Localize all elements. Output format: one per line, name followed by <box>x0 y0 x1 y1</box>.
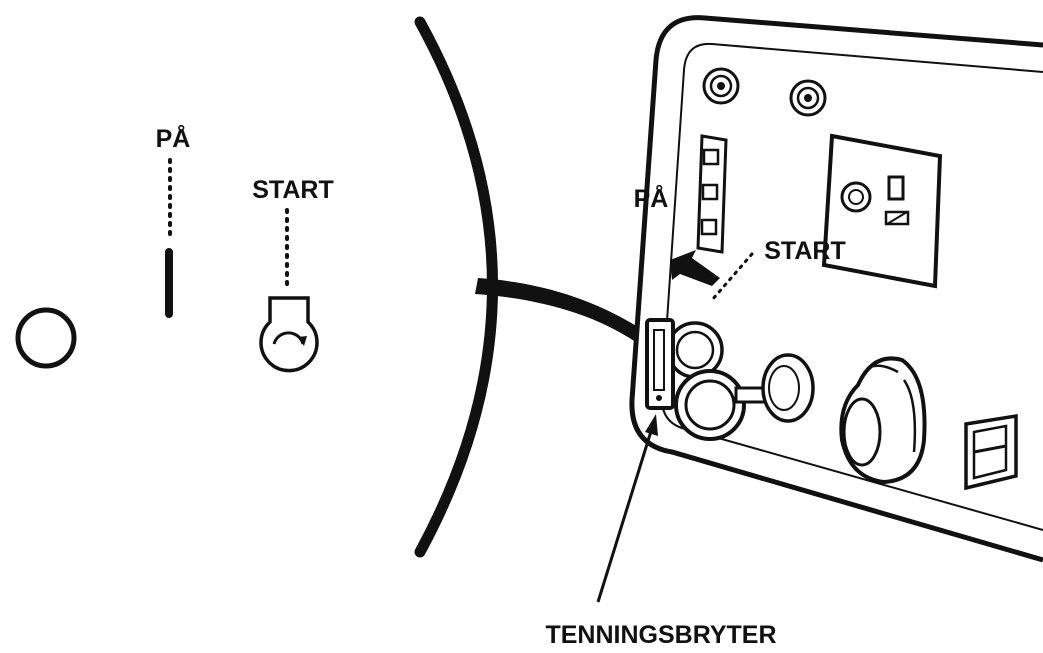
start-symbol-label: START <box>252 176 333 204</box>
ignition-switch-label: TENNINGSBRYTER <box>545 621 776 649</box>
start-position-symbol <box>259 296 319 373</box>
panel-indicator-right <box>789 79 827 117</box>
panel-outlet-module <box>821 133 943 289</box>
ignition-key <box>645 318 675 410</box>
ignition-switch-pointer-head <box>645 414 658 436</box>
rotation-arrow <box>670 250 720 286</box>
magnifier-connector <box>475 278 650 345</box>
start-panel-label: START <box>764 237 845 265</box>
ignition-switch-pointer <box>596 427 654 603</box>
start-panel-leader <box>710 252 754 302</box>
on-panel-label: PÅ <box>634 184 669 213</box>
panel-indicator-left <box>702 67 740 105</box>
ignition-position-symbol-strip <box>696 134 728 254</box>
rocker-switch <box>964 413 1018 491</box>
on-symbol-label: PÅ <box>156 124 191 153</box>
choke-knob <box>839 356 927 485</box>
off-position-symbol <box>15 307 77 369</box>
ignition-lock <box>666 321 815 441</box>
